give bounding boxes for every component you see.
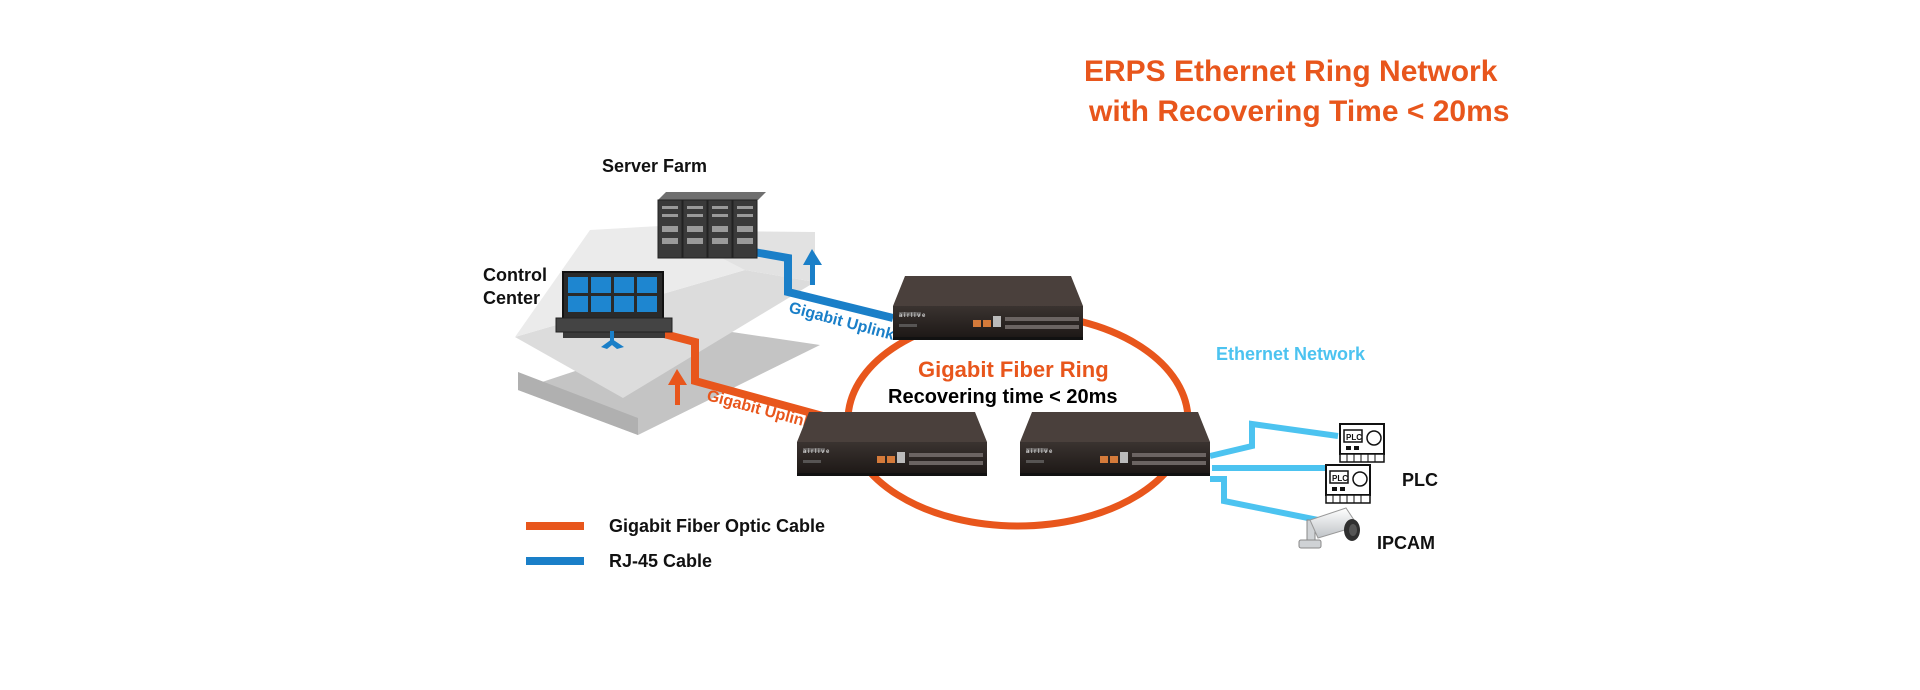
switch-brand-label: airlive bbox=[803, 449, 831, 455]
server-farm-label: Server Farm bbox=[602, 156, 707, 176]
ip-camera-icon bbox=[1298, 507, 1360, 549]
title-line-1: ERPS Ethernet Ring Network bbox=[1084, 55, 1498, 88]
video-wall-icon bbox=[555, 271, 673, 349]
plc-label: PLC bbox=[1402, 470, 1438, 490]
up-arrow-icon bbox=[803, 249, 822, 285]
ipcam-label: IPCAM bbox=[1377, 533, 1435, 553]
network-switch-icon: airlive bbox=[797, 412, 987, 476]
fiber-uplink-cable bbox=[663, 330, 832, 422]
legend: Gigabit Fiber Optic Cable RJ-45 Cable bbox=[526, 516, 825, 571]
plc-controller-icon: PLC bbox=[1339, 423, 1385, 463]
ring-title-label: Gigabit Fiber Ring bbox=[918, 357, 1109, 382]
switch-brand-label: airlive bbox=[1026, 449, 1054, 455]
network-switch-icon: airlive bbox=[893, 276, 1083, 340]
switch-brand-label: airlive bbox=[899, 313, 927, 319]
legend-rj45-label: RJ-45 Cable bbox=[609, 551, 712, 571]
control-center-label-1: Control bbox=[483, 265, 547, 285]
title-line-2: with Recovering Time < 20ms bbox=[1088, 95, 1509, 128]
network-switch-icon: airlive bbox=[1020, 412, 1210, 476]
server-rack-icon bbox=[657, 192, 766, 259]
control-center-label-2: Center bbox=[483, 288, 540, 308]
ring-subtitle-label: Recovering time < 20ms bbox=[888, 386, 1118, 408]
rj45-uplink-cable bbox=[747, 247, 894, 322]
up-arrow-icon bbox=[668, 369, 687, 405]
plc-device-label: PLC bbox=[1332, 474, 1348, 483]
legend-fiber-label: Gigabit Fiber Optic Cable bbox=[609, 516, 825, 536]
plc-controller-icon: PLC bbox=[1325, 464, 1371, 504]
ethernet-network-lines bbox=[1209, 420, 1339, 523]
plc-device-label: PLC bbox=[1346, 433, 1362, 442]
ethernet-network-label: Ethernet Network bbox=[1216, 344, 1366, 364]
